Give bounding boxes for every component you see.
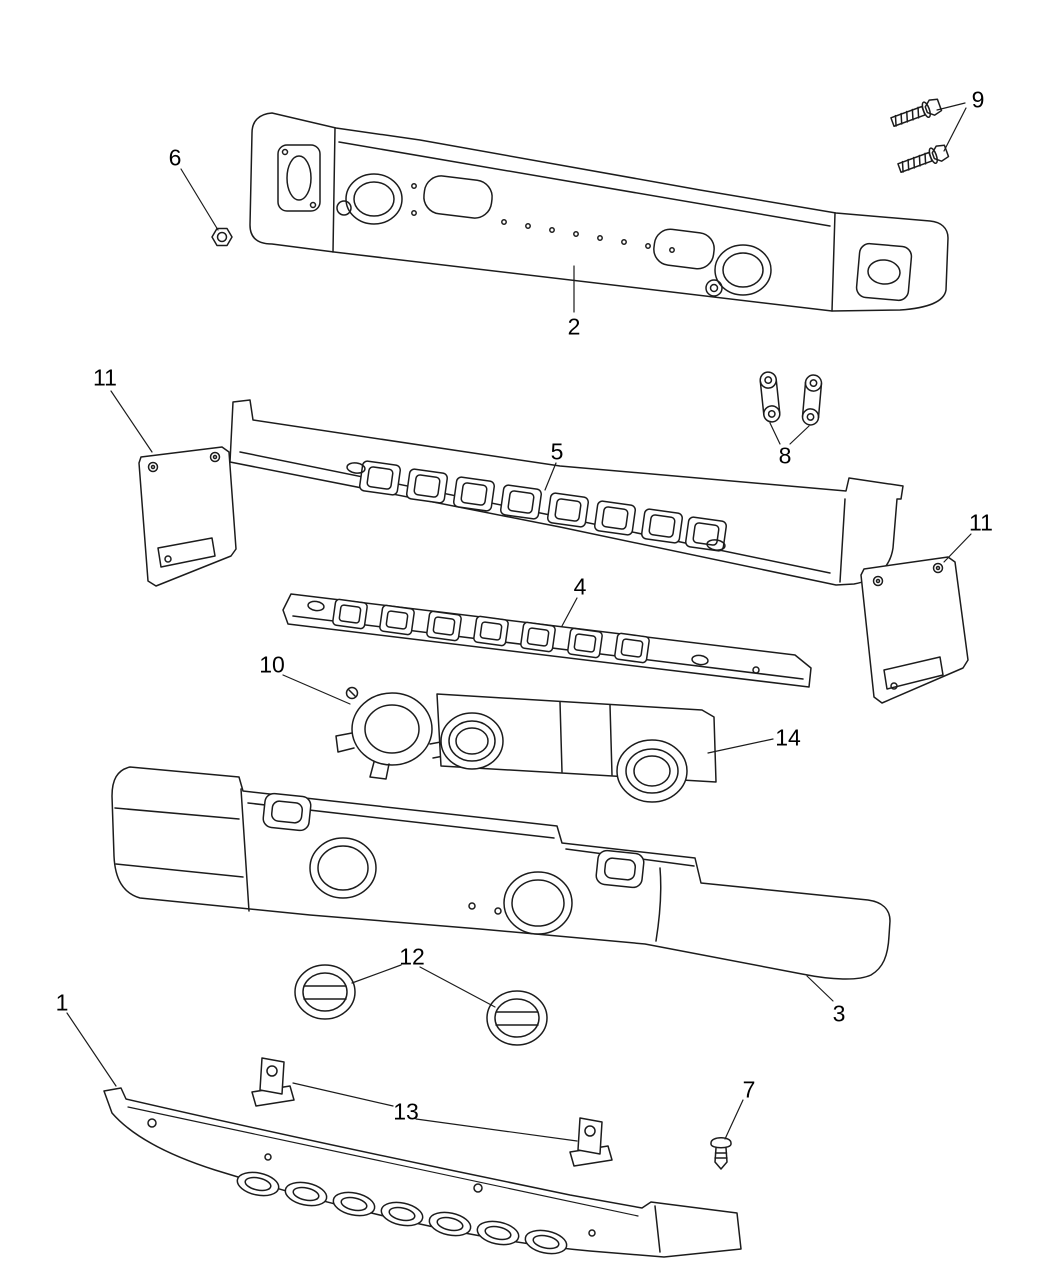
callout-2: 2 (567, 313, 581, 340)
part-11-right-shield-drawing (860, 556, 969, 704)
tow-hook-slot-right (595, 849, 645, 889)
callout-6: 6 (168, 144, 182, 171)
callout-8: 8 (778, 442, 792, 469)
part-4-lower-closeout-panel-drawing (282, 593, 812, 688)
part-6-nut-drawing (211, 227, 233, 247)
leader-line-6 (180, 168, 219, 231)
callout-5: 5 (550, 438, 564, 465)
leader-line-13b (415, 1118, 578, 1142)
leader-line-10 (282, 674, 351, 705)
frame-mount-cup-left (336, 173, 403, 225)
leader-line-7 (724, 1099, 744, 1140)
part-10-fog-lamp-bracket-drawing (335, 686, 450, 780)
part-8-spacers-drawing (759, 371, 823, 426)
leader-line-8a (769, 422, 781, 445)
tow-hook-slot-left (262, 792, 312, 832)
callout-12: 12 (399, 943, 425, 970)
leader-line-12a (351, 964, 402, 984)
part-2-bumper-reinforcement-drawing (249, 112, 949, 312)
part-5-upper-closeout-panel-drawing (229, 399, 904, 586)
leader-lines (66, 102, 972, 1142)
fog-lamp-opening-right (503, 871, 573, 935)
leader-line-11-right (943, 533, 972, 563)
part-13-clips-drawing (251, 1057, 613, 1167)
callout-7: 7 (742, 1076, 756, 1103)
fog-cover-left (294, 964, 356, 1020)
leader-line-9b (943, 107, 967, 152)
leader-line-13a (292, 1082, 394, 1107)
callout-3: 3 (832, 1000, 846, 1027)
part-14-fascia-applique-drawing (436, 693, 717, 803)
part-12-fog-lamp-covers-drawing (294, 964, 548, 1046)
leader-line-8b (789, 425, 810, 445)
leader-line-3 (806, 975, 834, 1002)
callout-10: 10 (259, 651, 285, 678)
callout-13: 13 (393, 1098, 419, 1125)
fog-bezel-right (616, 739, 688, 803)
fog-cover-right (486, 990, 548, 1046)
clip-left (251, 1057, 295, 1107)
clip-right (569, 1117, 613, 1167)
frame-mount-cup-right (705, 244, 772, 297)
fog-lamp-opening-left (309, 837, 377, 899)
tow-bracket-right (855, 242, 913, 302)
callout-4: 4 (573, 573, 587, 600)
callout-11-right: 11 (969, 509, 993, 536)
part-1-lower-air-dam-drawing (103, 1087, 742, 1258)
leader-line-12b (419, 966, 496, 1008)
spacer-left (759, 371, 781, 423)
callout-9: 9 (971, 86, 985, 113)
part-11-left-shield-drawing (138, 446, 237, 587)
callout-1: 1 (55, 989, 69, 1016)
leader-line-11-left (110, 390, 153, 453)
leader-line-9a (936, 102, 966, 111)
beam-hole-dots (411, 183, 675, 253)
callout-11-left: 11 (93, 364, 117, 391)
part-7-push-pin-drawing (710, 1137, 732, 1170)
spacer-right (801, 374, 823, 426)
part-3-front-bumper-fascia-drawing (111, 766, 891, 980)
leader-line-5 (544, 462, 557, 491)
leader-line-1 (66, 1012, 117, 1087)
leader-line-4 (561, 597, 578, 627)
fog-bezel-left (440, 712, 504, 770)
callout-14: 14 (775, 724, 801, 751)
leader-line-14 (707, 738, 774, 754)
